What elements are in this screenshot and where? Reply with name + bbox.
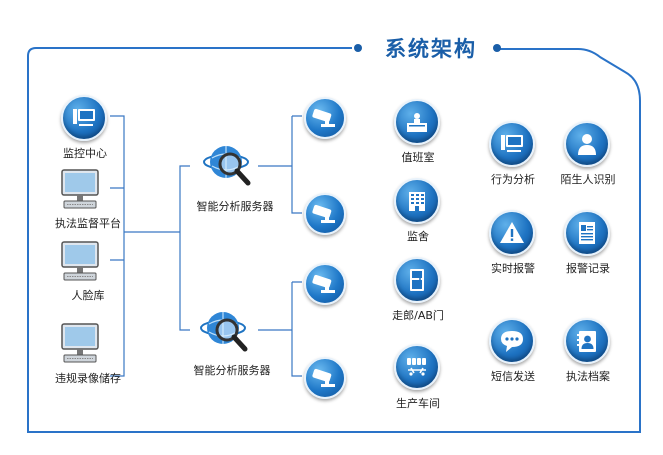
document-icon <box>564 210 610 256</box>
server-left-bracket <box>179 165 190 331</box>
factory-icon <box>394 344 440 390</box>
node-stranger-recognition[interactable]: 陌生人识别 <box>552 121 624 187</box>
person-icon <box>564 121 610 167</box>
computer-icon <box>61 95 107 141</box>
node-corridor-ab-door[interactable]: 走郎/AB门 <box>384 257 452 323</box>
camera-icon[interactable] <box>304 263 346 305</box>
node-label: 值班室 <box>401 151 435 164</box>
monitor-icon <box>58 168 102 216</box>
node-analysis-server-2[interactable]: 智能分析服务器 <box>187 306 277 384</box>
node-label: 监控中心 <box>63 147 107 160</box>
building-icon <box>394 178 440 224</box>
monitor-icon <box>58 322 102 370</box>
node-label: 报警记录 <box>566 262 610 275</box>
node-label: 生产车间 <box>396 397 440 410</box>
node-label: 行为分析 <box>491 173 535 186</box>
node-label: 人脸库 <box>71 289 105 302</box>
node-duty-room[interactable]: 值班室 <box>388 99 448 165</box>
node-label: 实时报警 <box>491 262 535 275</box>
node-face-library[interactable]: 人脸库 <box>48 240 128 302</box>
server1-bracket <box>258 115 302 214</box>
node-label: 违规录像储存 <box>55 372 121 385</box>
node-law-supervision-platform[interactable]: 执法监督平台 <box>48 168 128 230</box>
node-label: 陌生人识别 <box>560 173 616 186</box>
node-production-workshop[interactable]: 生产车间 <box>384 344 452 410</box>
node-label: 执法监督平台 <box>55 217 121 230</box>
title-dot-right <box>493 44 501 52</box>
node-label: 走郎/AB门 <box>392 309 444 322</box>
camera-icon[interactable] <box>304 357 346 399</box>
node-realtime-alarm[interactable]: 实时报警 <box>480 210 546 276</box>
server2-bracket <box>258 281 302 377</box>
camera-icon[interactable] <box>304 97 346 139</box>
warning-icon <box>489 210 535 256</box>
title-dot-left <box>354 44 362 52</box>
node-label: 短信发送 <box>491 370 535 383</box>
node-behavior-analysis[interactable]: 行为分析 <box>480 121 546 187</box>
node-enforcement-archive[interactable]: 执法档案 <box>552 318 624 384</box>
node-analysis-server-1[interactable]: 智能分析服务器 <box>190 140 280 218</box>
node-label: 智能分析服务器 <box>193 364 271 377</box>
node-label: 智能分析服务器 <box>196 200 274 213</box>
page-title: 系统架构 <box>385 37 477 61</box>
node-sms-sending[interactable]: 短信发送 <box>480 318 546 384</box>
computer-icon <box>489 121 535 167</box>
reception-desk-icon <box>394 99 440 145</box>
door-icon <box>394 257 440 303</box>
globe-magnifier-icon <box>202 140 256 194</box>
file-profile-icon <box>564 318 610 364</box>
chat-bubble-icon <box>489 318 535 364</box>
node-alarm-records[interactable]: 报警记录 <box>552 210 624 276</box>
outer-frame <box>27 47 641 433</box>
node-monitoring-center[interactable]: 监控中心 <box>58 95 112 165</box>
left-bracket <box>110 115 125 377</box>
camera-icon[interactable] <box>304 193 346 235</box>
monitor-icon <box>58 240 102 288</box>
node-label: 监舍 <box>407 230 429 243</box>
node-label: 执法档案 <box>566 370 610 383</box>
globe-magnifier-icon <box>199 306 253 360</box>
node-violation-recording[interactable]: 违规录像储存 <box>48 322 128 386</box>
node-dormitory[interactable]: 监舍 <box>388 178 448 244</box>
